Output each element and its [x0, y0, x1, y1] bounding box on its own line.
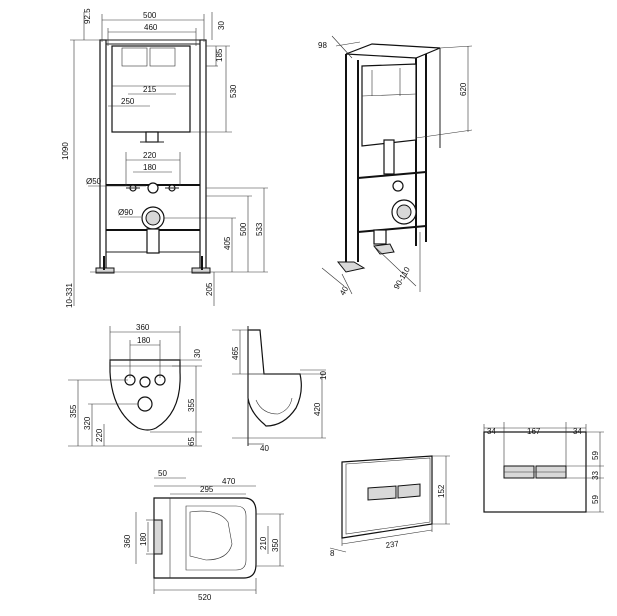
bowl-side-top-label: 465	[231, 346, 240, 360]
plate-bottom-margin-label: 59	[591, 495, 600, 504]
frame-inner-width-label: 460	[144, 23, 158, 32]
frame-offset-label: 92.5	[83, 8, 92, 24]
drain-diameter-label: Ø90	[118, 208, 134, 217]
bowl-top-bolt-label: 180	[139, 532, 148, 546]
leg-height-label: 205	[205, 282, 214, 296]
bolt-height-label: 500	[239, 222, 248, 236]
plate-button-width-label: 167	[527, 427, 541, 436]
plate-button-height-label: 33	[591, 471, 600, 480]
installation-frame-front-view	[70, 12, 268, 306]
bowl-top-offset-w-label: 50	[158, 469, 167, 478]
drain-height-label: 405	[223, 236, 232, 250]
bolt-spacing-outer-label: 220	[143, 151, 157, 160]
frame-width-label: 500	[143, 11, 157, 20]
flush-plate-front-view	[483, 422, 604, 513]
bowl-top-full-depth-label: 350	[271, 538, 280, 552]
frame-depth-range-label: 90-110	[392, 265, 412, 291]
cistern-side-height-label: 620	[459, 82, 468, 96]
bowl-base-height-label: 220	[95, 428, 104, 442]
bowl-drain-height-label: 320	[83, 416, 92, 430]
bowl-wall-gap-label: 40	[260, 444, 269, 453]
bowl-bottom-offset-label: 65	[187, 437, 196, 446]
bowl-bolt-spacing-label: 180	[137, 336, 151, 345]
installation-frame-perspective-view	[321, 35, 473, 295]
bowl-side-rim-label: 10	[319, 371, 328, 380]
foot-depth-label: 40	[338, 284, 351, 297]
bowl-front-view	[68, 326, 202, 447]
frame-height-label: 1090	[61, 142, 70, 160]
cistern-height-label: 530	[229, 84, 238, 98]
bowl-width-label: 360	[136, 323, 150, 332]
plate-width-label: 237	[385, 539, 400, 550]
water-inlet-diameter-label: Ø50	[86, 177, 102, 186]
bowl-top-seat-label: 295	[200, 485, 214, 494]
bowl-side-view	[232, 326, 326, 446]
bowl-top-depth-label: 360	[123, 534, 132, 548]
bowl-top-length-label: 520	[198, 593, 212, 602]
bolt-spacing-inner-label: 180	[143, 163, 157, 172]
bowl-height-label: 355	[187, 398, 196, 412]
bowl-top-offset-label: 30	[193, 349, 202, 358]
frame-depth-label: 98	[318, 41, 327, 50]
bowl-top-width-label: 470	[222, 477, 236, 486]
frame-half-width-label: 250	[121, 97, 135, 106]
bowl-top-view	[135, 477, 284, 594]
plate-height-label: 152	[437, 484, 446, 498]
frame-top-offset-label: 30	[217, 21, 226, 30]
bowl-side-height-label: 420	[313, 402, 322, 416]
bowl-bolt-height-label: 355	[69, 404, 78, 418]
flush-plate-perspective-view	[329, 455, 450, 553]
leg-adjust-range-label: 10-331	[65, 283, 74, 308]
bowl-top-seat-depth-label: 210	[259, 536, 268, 550]
inlet-height-label: 533	[255, 222, 264, 236]
button-spacing-label: 215	[143, 85, 157, 94]
plate-right-margin-label: 34	[573, 427, 582, 436]
plate-thickness-label: 8	[330, 549, 335, 558]
plate-top-margin-label: 59	[591, 451, 600, 460]
plate-left-margin-label: 34	[487, 427, 496, 436]
button-height-label: 185	[215, 48, 224, 62]
